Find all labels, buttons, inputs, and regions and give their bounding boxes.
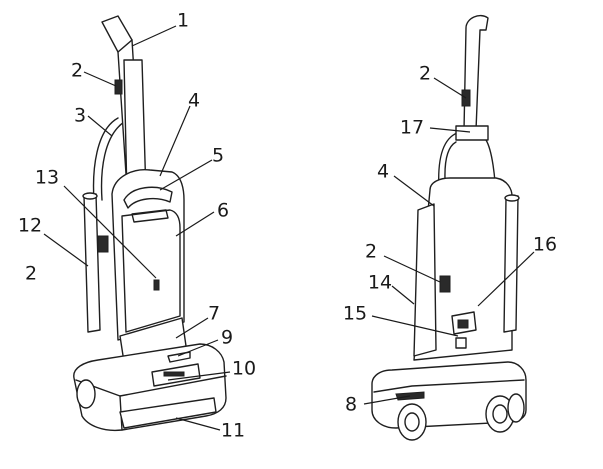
callout-8-rear: 8 — [344, 393, 358, 416]
rear-tool-holder — [439, 275, 451, 293]
callout-5-front: 5 — [211, 144, 225, 167]
front-tool-holder — [97, 235, 109, 253]
callout-12-front: 12 — [17, 214, 43, 237]
front-wheel — [76, 379, 96, 409]
callout-17-rear: 17 — [399, 116, 425, 139]
callout-4-rear: 4 — [376, 160, 390, 183]
callout-2-front-side: 2 — [24, 262, 38, 285]
callout-9-front: 9 — [220, 326, 234, 349]
front-handle-clip — [114, 79, 123, 95]
front-release-button — [153, 279, 160, 291]
callout-2-front-handle: 2 — [70, 59, 84, 82]
callout-15-rear: 15 — [342, 302, 368, 325]
leader-lines — [43, 25, 535, 431]
callout-6-front: 6 — [216, 199, 230, 222]
rear-attachment-tube — [503, 195, 519, 333]
front-carry-handle — [123, 186, 173, 209]
front-dirt-bin — [121, 209, 181, 333]
rear-side-panel — [413, 203, 437, 357]
callout-2-rear-handle: 2 — [418, 62, 432, 85]
callout-16-rear: 16 — [532, 233, 558, 256]
callout-13-front: 13 — [34, 166, 60, 189]
rear-handle — [463, 14, 489, 131]
callout-2-rear-body: 2 — [364, 240, 378, 263]
callout-11-front: 11 — [220, 419, 246, 442]
rear-view-vacuum — [371, 14, 527, 441]
callout-7-front: 7 — [207, 302, 221, 325]
callout-3-front: 3 — [73, 104, 87, 127]
callout-14-rear: 14 — [367, 271, 393, 294]
callout-10-front: 10 — [231, 357, 257, 380]
callout-4-front: 4 — [187, 89, 201, 112]
front-view-vacuum — [73, 15, 227, 432]
callout-1-front: 1 — [176, 9, 190, 32]
